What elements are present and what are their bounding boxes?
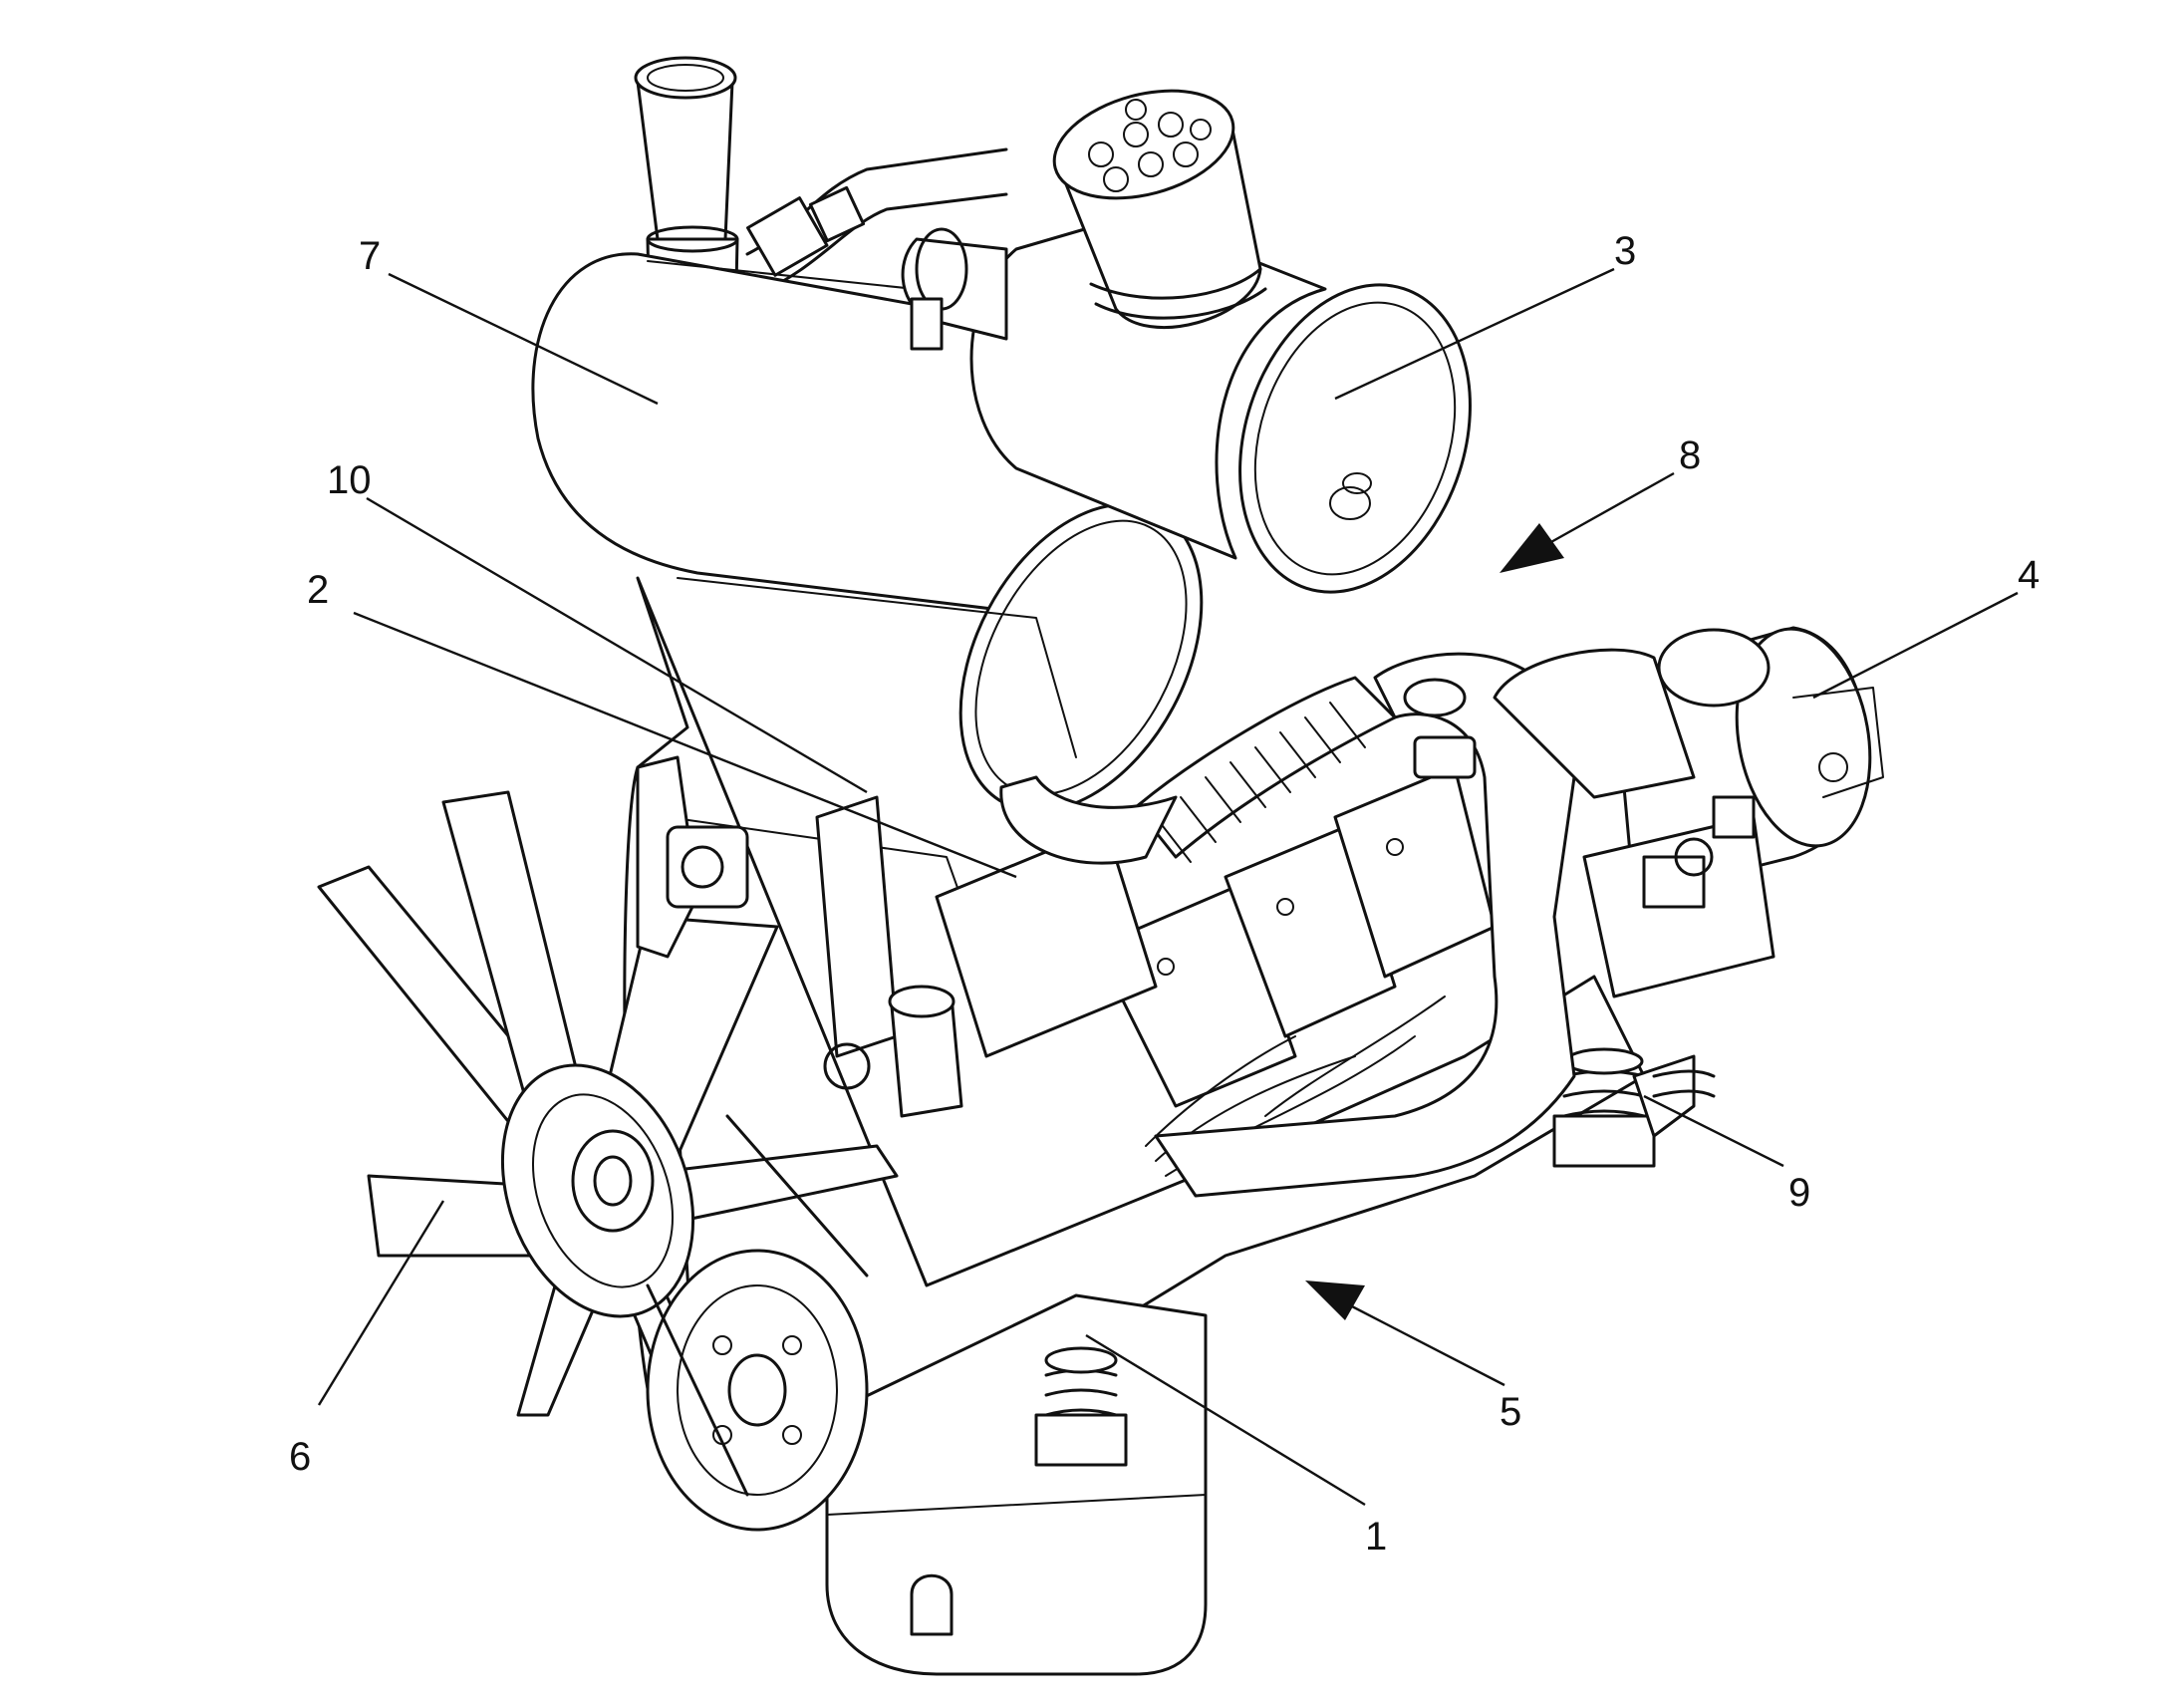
leader-2: [353, 611, 1017, 879]
leader-7: [388, 272, 659, 406]
leader-1: [1085, 1333, 1366, 1507]
callout-4: 4: [2018, 553, 2040, 597]
oil-filler: [888, 985, 963, 1118]
callout-10: 10: [327, 458, 372, 502]
callout-8: 8: [1679, 433, 1701, 477]
callout-1: 1: [1365, 1515, 1387, 1559]
timing-cover: [636, 755, 899, 1090]
cylinder-head-covers: [935, 765, 1497, 1108]
callout-9: 9: [1788, 1171, 1810, 1215]
intake-hose: [999, 676, 1397, 865]
air-intake-precleaner: [1052, 89, 1267, 330]
leader-3: [1334, 267, 1615, 401]
callout-5: 5: [1500, 1390, 1521, 1434]
crankshaft-pulley: [646, 1114, 869, 1532]
leader-9: [1643, 1094, 1784, 1168]
callout-7: 7: [359, 234, 381, 278]
callout-leaders: [317, 267, 2019, 1507]
callout-3: 3: [1614, 229, 1636, 273]
callout-6: 6: [289, 1435, 311, 1479]
oil-sump: [825, 1293, 1208, 1676]
injection-pump: [1582, 795, 1775, 998]
crossover-pipe: [745, 147, 1008, 296]
arrow-8: [1500, 523, 1564, 573]
arrow-5: [1305, 1280, 1365, 1320]
leader-10: [366, 496, 868, 794]
cooling-fan: [317, 790, 899, 1467]
engine-mount-rear: [1552, 1047, 1716, 1168]
leader-4: [1812, 591, 2019, 700]
intake-elbow: [901, 227, 1008, 351]
leader-8: [1548, 471, 1675, 545]
starter-motor: [1493, 626, 1884, 899]
leader-5: [1349, 1303, 1505, 1387]
engine-mount-front: [1034, 1346, 1128, 1467]
leader-6: [317, 1200, 445, 1406]
callout-2: 2: [307, 568, 329, 612]
callout-labels: 1 2 3 4 5 6 7 8 9 10: [289, 229, 2040, 1559]
